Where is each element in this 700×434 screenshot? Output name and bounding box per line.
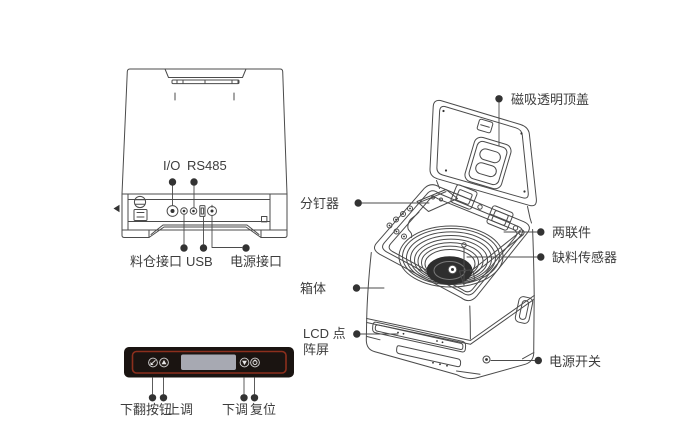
label-duplex-part: 两联件 — [552, 225, 592, 240]
label-io: I/O — [163, 158, 181, 173]
label-page-down-button: 下翻按钮 — [120, 402, 173, 417]
feeder-bowl — [398, 225, 504, 288]
back-view-leaders — [168, 178, 250, 252]
label-nail-separator: 分钉器 — [300, 196, 340, 211]
lcd-dot-matrix-window — [372, 321, 467, 353]
control-panel-drawing — [124, 347, 294, 402]
down-button-icon — [239, 357, 250, 368]
shortage-sensor-arm — [459, 229, 525, 286]
cabinet-body — [365, 229, 535, 380]
side-vent — [514, 296, 534, 324]
duplex-parts — [450, 184, 519, 231]
label-cabinet: 箱体 — [300, 281, 327, 296]
label-up-adjust: 上调 — [167, 402, 194, 417]
label-top-cover: 磁吸透明顶盖 — [511, 92, 590, 107]
power-connector — [207, 204, 217, 216]
lcd-screen — [181, 354, 236, 370]
label-rs485: RS485 — [187, 158, 227, 173]
iso-view-drawing — [352, 95, 545, 380]
latch — [133, 195, 148, 221]
label-usb: USB — [186, 254, 213, 269]
label-lcd-screen: LCD 点阵屏 — [303, 326, 359, 358]
io-connector — [166, 205, 179, 217]
hopper-connector — [180, 207, 188, 215]
page-down-button-icon — [148, 357, 158, 368]
side-arrow-icon — [113, 204, 120, 213]
back-view-drawing — [113, 68, 288, 252]
usb-connector — [199, 205, 206, 217]
label-lcd-line1: LCD 点 — [303, 326, 346, 341]
up-button-icon — [159, 357, 169, 368]
label-down-adjust: 下调 — [222, 402, 249, 417]
reset-button-icon — [250, 357, 260, 368]
label-reset: 复位 — [250, 402, 277, 417]
iso-view-leaders — [352, 95, 545, 365]
control-panel-leaders — [148, 377, 259, 402]
label-power-port: 电源接口 — [230, 254, 283, 269]
cover-clip — [476, 118, 494, 134]
label-lcd-line2: 阵屏 — [303, 342, 330, 357]
label-shortage-sensor: 缺料传感器 — [552, 250, 618, 265]
nail-separator-assembly — [386, 189, 458, 240]
power-switch — [482, 355, 491, 364]
label-hopper-port: 料仓接口 — [130, 254, 183, 269]
rs485-connector — [189, 207, 198, 215]
cover-window — [464, 136, 512, 190]
label-power-switch: 电源开关 — [549, 354, 602, 369]
top-cover — [429, 99, 537, 207]
